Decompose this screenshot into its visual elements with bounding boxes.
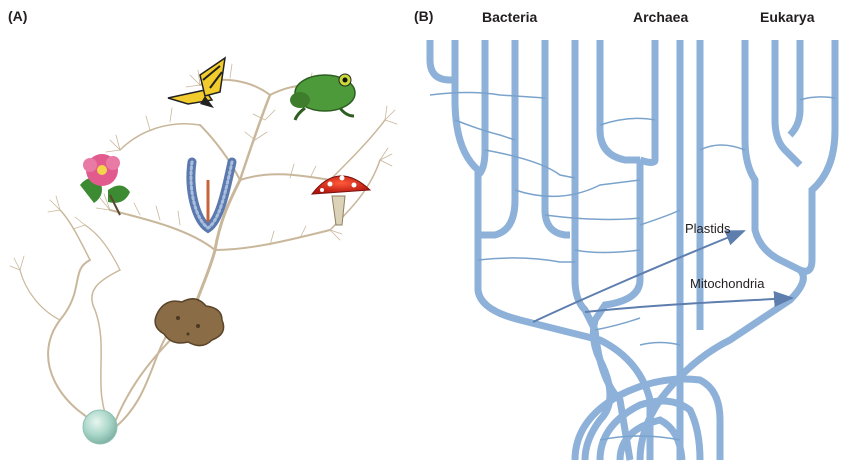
flower-icon [80,154,130,215]
plastids-label: Plastids [685,221,731,236]
domain-label-bacteria: Bacteria [482,9,537,25]
sphere-icon [83,410,117,444]
domain-label-archaea: Archaea [633,9,688,25]
frog-icon [290,74,355,120]
panel-a-tree [10,64,397,430]
domain-label-eukarya: Eukarya [760,9,814,25]
mushroom-icon [312,176,370,226]
panel-b-label: (B) [414,8,433,24]
panel-b-tree [430,40,835,460]
butterfly-icon [168,58,225,108]
worm-icon [191,162,232,228]
panel-a-label: (A) [8,8,27,24]
mitochondria-label: Mitochondria [690,276,764,291]
